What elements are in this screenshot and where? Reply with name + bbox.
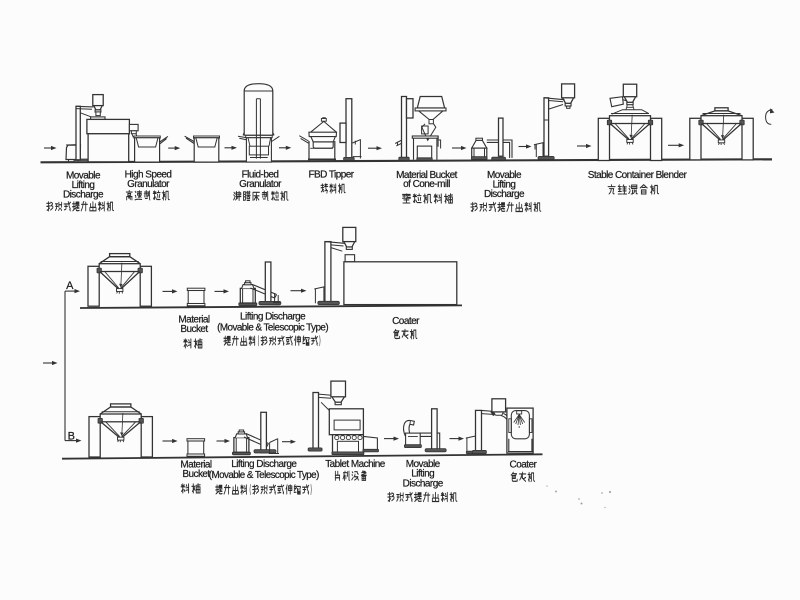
svg-text:Coater: Coater bbox=[392, 316, 420, 327]
svg-text:Fluid-bed: Fluid-bed bbox=[242, 170, 279, 181]
svg-text:Bucket: Bucket bbox=[180, 324, 208, 335]
svg-text:Material: Material bbox=[178, 315, 209, 326]
svg-text:Movable: Movable bbox=[406, 459, 441, 470]
svg-text:(Movable & Telescopic Type): (Movable & Telescopic Type) bbox=[217, 323, 328, 334]
svg-text:Discharge: Discharge bbox=[484, 189, 525, 200]
svg-text:Material: Material bbox=[180, 460, 211, 471]
svg-text:of Cone-mill: of Cone-mill bbox=[403, 179, 450, 190]
svg-text:Discharge: Discharge bbox=[63, 189, 104, 200]
svg-text:Lifting: Lifting bbox=[493, 180, 516, 191]
svg-text:A: A bbox=[66, 280, 74, 292]
svg-text:Bucket: Bucket bbox=[182, 469, 210, 480]
svg-text:High Speed: High Speed bbox=[125, 170, 172, 181]
svg-text:Movable: Movable bbox=[487, 170, 522, 181]
svg-text:Material Bucket: Material Bucket bbox=[396, 170, 457, 181]
svg-text:Tablet Machine: Tablet Machine bbox=[325, 459, 386, 470]
svg-text:B: B bbox=[68, 430, 75, 442]
svg-text:FBD Tipper: FBD Tipper bbox=[308, 170, 354, 181]
svg-text:(Movable & Telescopic Type): (Movable & Telescopic Type) bbox=[209, 470, 319, 481]
svg-text:Movable: Movable bbox=[66, 171, 101, 182]
svg-text:Discharge: Discharge bbox=[403, 478, 444, 489]
svg-text:Coater: Coater bbox=[510, 459, 538, 470]
svg-text:Lifting: Lifting bbox=[72, 180, 95, 191]
svg-text:Lifting: Lifting bbox=[411, 469, 434, 480]
svg-text:Stable Container Blender: Stable Container Blender bbox=[588, 170, 688, 181]
svg-text:Lifting Discharge: Lifting Discharge bbox=[231, 459, 297, 470]
svg-text:Granulator: Granulator bbox=[127, 179, 170, 190]
svg-text:Granulator: Granulator bbox=[239, 179, 282, 190]
svg-text:Lifting Discharge: Lifting Discharge bbox=[240, 312, 306, 323]
